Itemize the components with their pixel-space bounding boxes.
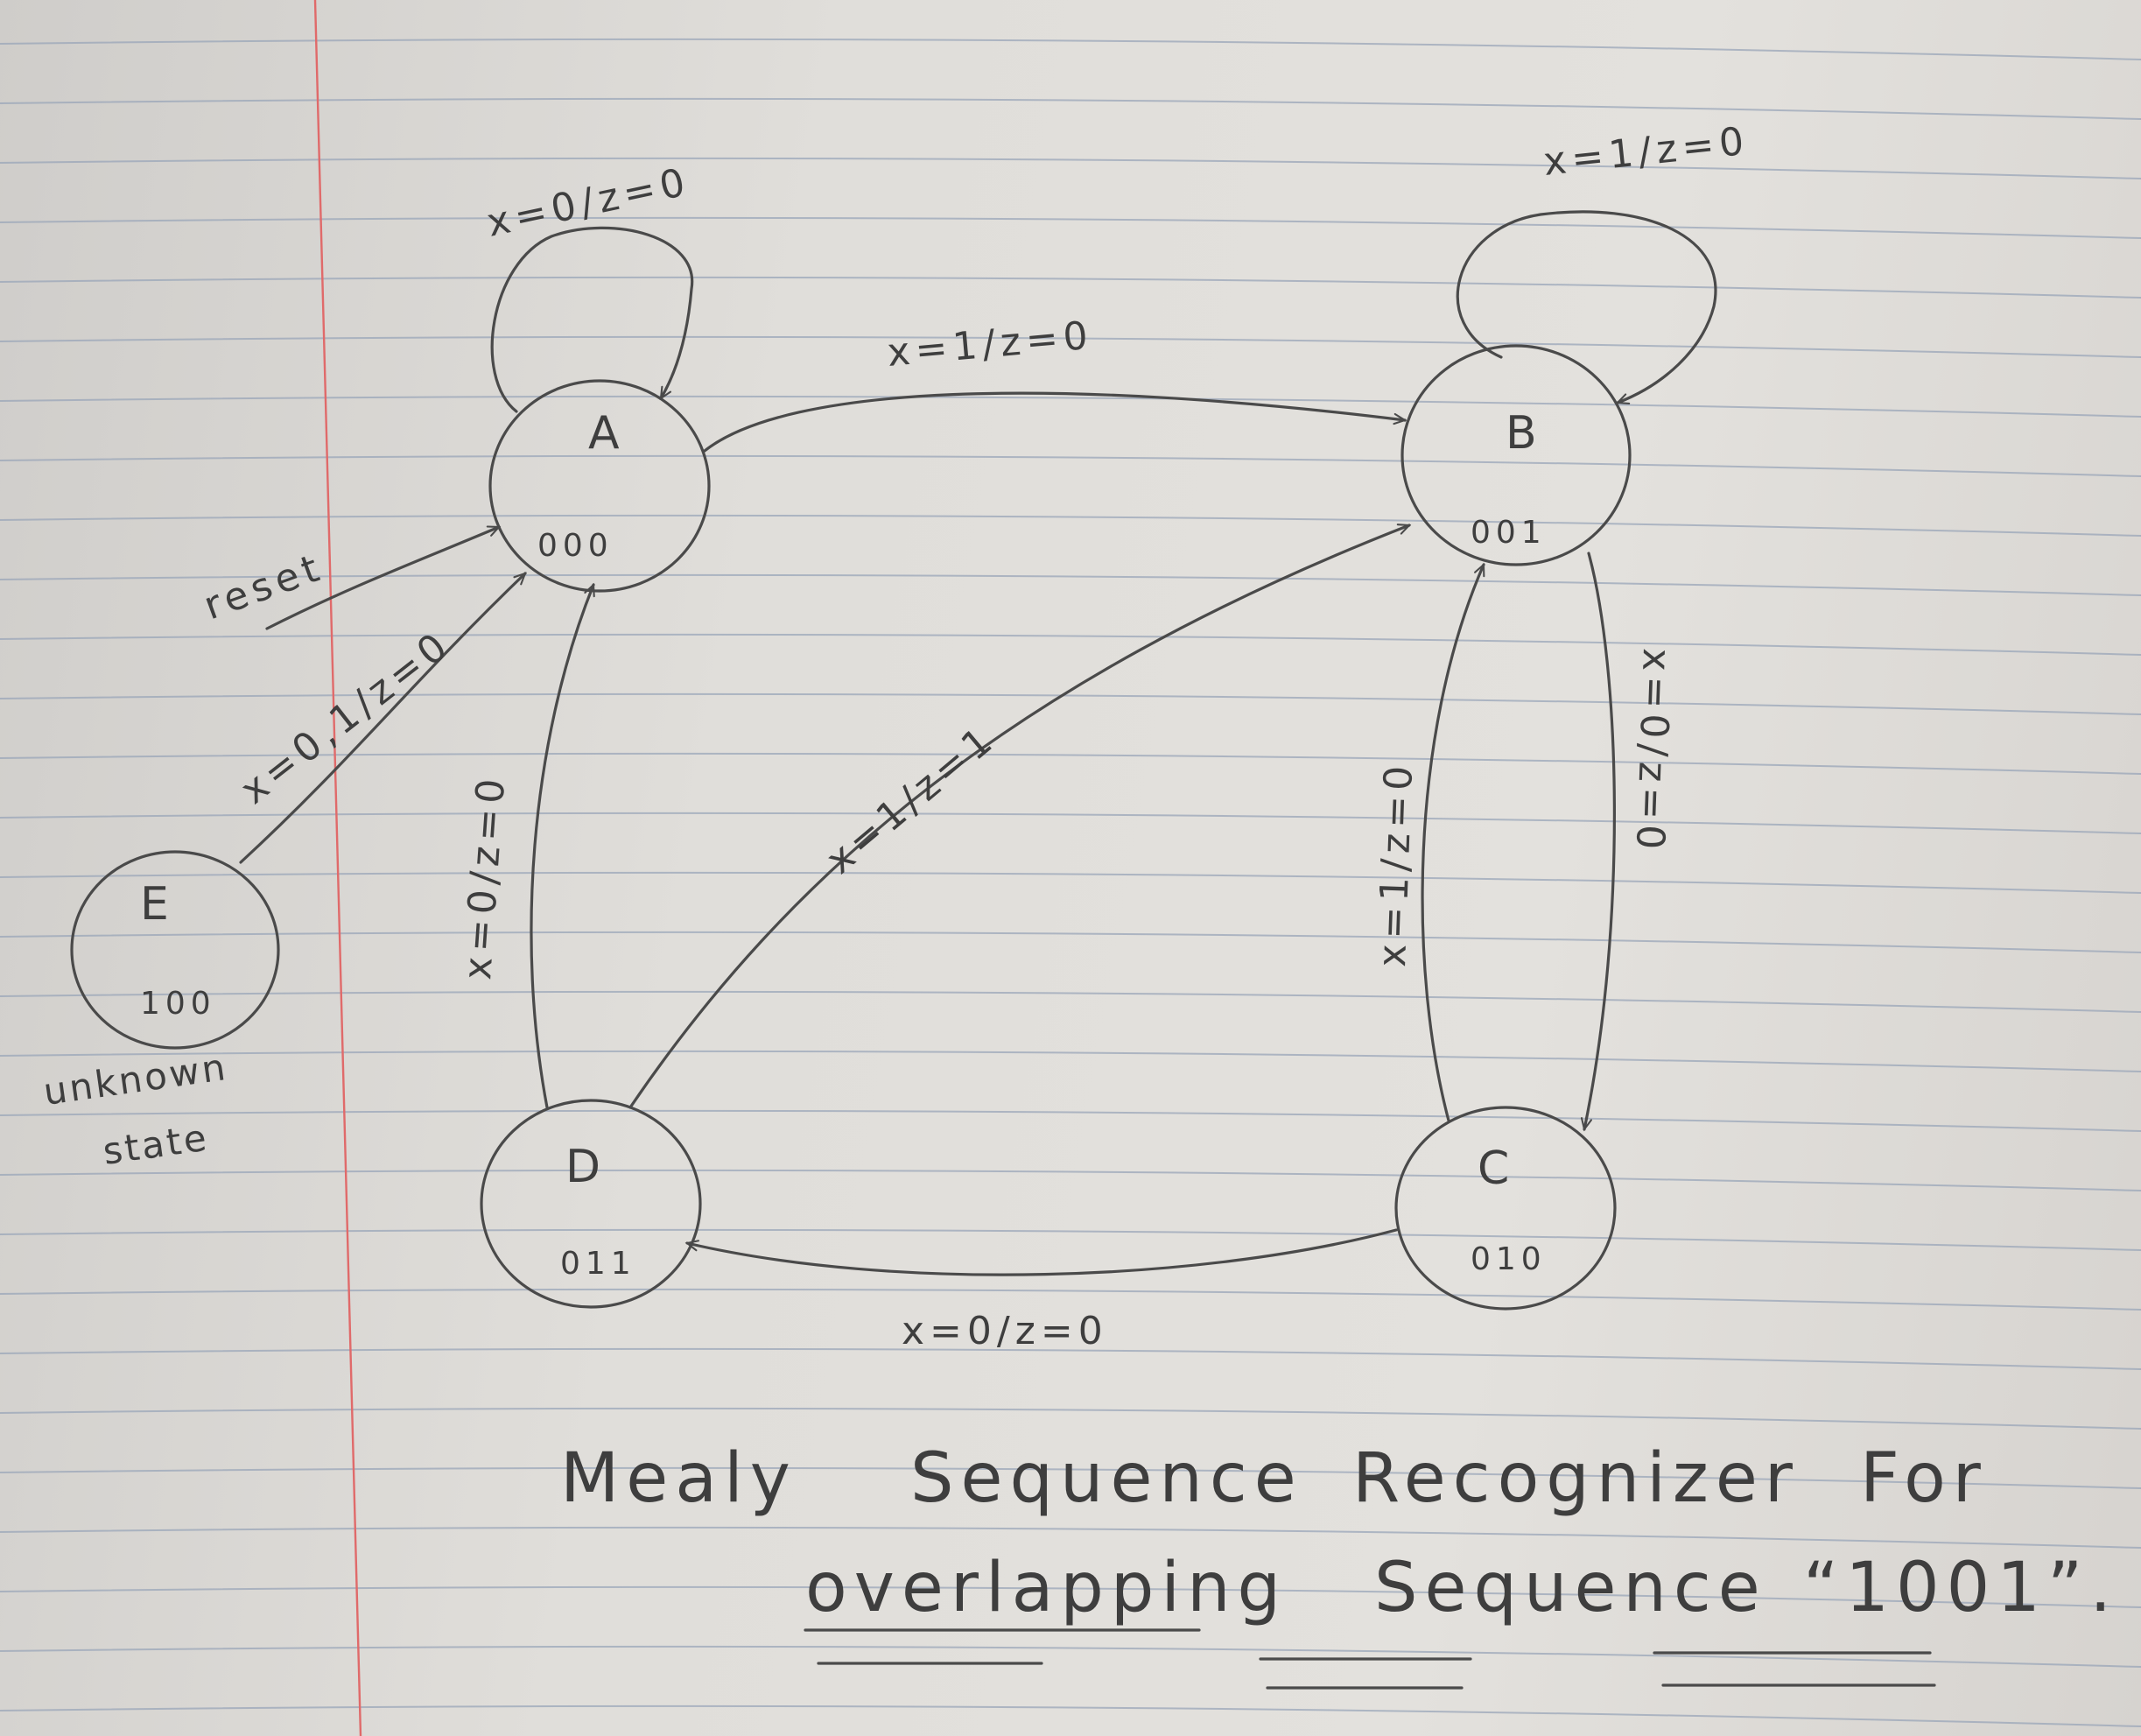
svg-text:state: state <box>101 1115 212 1172</box>
rule-line <box>0 454 2141 477</box>
svg-text:x=1/z=0: x=1/z=0 <box>1370 760 1421 967</box>
rule-line <box>0 38 2141 60</box>
svg-text:x=0/z=0: x=0/z=0 <box>1627 648 1679 855</box>
svg-text:100: 100 <box>140 986 216 1022</box>
rule-line <box>0 1704 2141 1727</box>
rule-line <box>0 1050 2141 1072</box>
svg-text:x=1/z=0: x=1/z=0 <box>886 313 1095 376</box>
state-D: D 011 <box>480 1099 702 1309</box>
svg-text:x=1/z=1: x=1/z=1 <box>818 716 1004 883</box>
svg-text:overlapping: overlapping <box>805 1549 1288 1627</box>
svg-text:Recognizer: Recognizer <box>1352 1439 1800 1518</box>
rule-line <box>0 1109 2141 1132</box>
rule-line <box>0 1585 2141 1608</box>
transition-reset-A: reset <box>198 525 499 630</box>
svg-text:Mealy: Mealy <box>560 1439 797 1518</box>
rule-line <box>0 1407 2141 1430</box>
rule-line <box>0 692 2141 715</box>
svg-text:E: E <box>140 878 169 931</box>
state-C: C 010 <box>1394 1106 1617 1311</box>
diagram-title: Mealy Sequence Recognizer For overlappin… <box>560 1439 2118 1690</box>
rule-line <box>0 1228 2141 1251</box>
rule-line <box>0 1466 2141 1489</box>
transition-B-C: x=0/z=0 <box>1584 552 1679 1129</box>
rule-line <box>0 812 2141 834</box>
state-E: E 100 <box>70 850 280 1050</box>
rule-line <box>0 157 2141 179</box>
svg-text:B: B <box>1506 407 1537 460</box>
svg-text:x=1/z=0: x=1/z=0 <box>1541 119 1751 185</box>
svg-text:Sequence: Sequence <box>910 1439 1303 1518</box>
svg-text:000: 000 <box>537 528 614 564</box>
ruled-lines <box>0 38 2141 1727</box>
svg-text:x=0/z=0: x=0/z=0 <box>902 1309 1108 1353</box>
rule-line <box>0 395 2141 418</box>
rule-line <box>0 335 2141 358</box>
rule-line <box>0 514 2141 537</box>
svg-text:reset: reset <box>198 545 329 629</box>
state-A: A 000 <box>488 379 711 593</box>
svg-text:For: For <box>1860 1439 1988 1518</box>
state-B: B 001 <box>1400 344 1632 566</box>
rule-line <box>0 871 2141 894</box>
transition-A-B: x=1/z=0 <box>703 313 1405 453</box>
svg-text:011: 011 <box>560 1246 636 1282</box>
svg-text:Sequence: Sequence <box>1374 1549 1767 1627</box>
rule-line <box>0 276 2141 299</box>
transition-D-A: x=0/z=0 <box>455 585 593 1109</box>
rule-line <box>0 97 2141 120</box>
margin-line <box>313 0 362 1736</box>
rule-line <box>0 1169 2141 1191</box>
svg-text:010: 010 <box>1471 1241 1547 1277</box>
rule-line <box>0 633 2141 656</box>
svg-text:001: 001 <box>1471 515 1547 551</box>
rule-line <box>0 1645 2141 1668</box>
rule-line <box>0 931 2141 953</box>
svg-text:C: C <box>1478 1142 1509 1195</box>
title-underlines <box>804 1628 1936 1690</box>
unknown-state-note: unknown state <box>41 1045 231 1173</box>
svg-text:A: A <box>588 407 620 460</box>
svg-text:x=0/z=0: x=0/z=0 <box>483 159 694 246</box>
svg-text:“1001”.: “1001”. <box>1803 1549 2118 1627</box>
svg-text:x=0,1/z=0: x=0,1/z=0 <box>232 622 460 813</box>
svg-text:D: D <box>565 1141 600 1193</box>
rule-line <box>0 752 2141 775</box>
rule-line <box>0 573 2141 596</box>
rule-line <box>0 216 2141 239</box>
svg-text:x=0/z=0: x=0/z=0 <box>455 772 514 981</box>
transition-C-D: x=0/z=0 <box>687 1228 1398 1353</box>
rule-line <box>0 990 2141 1013</box>
transition-B-B: x=1/z=0 <box>1456 119 1751 403</box>
rule-line <box>0 1347 2141 1370</box>
transition-A-A: x=0/z=0 <box>483 159 694 413</box>
transition-C-B: x=1/z=0 <box>1370 565 1485 1122</box>
rule-line <box>0 1526 2141 1549</box>
rule-line <box>0 1288 2141 1311</box>
